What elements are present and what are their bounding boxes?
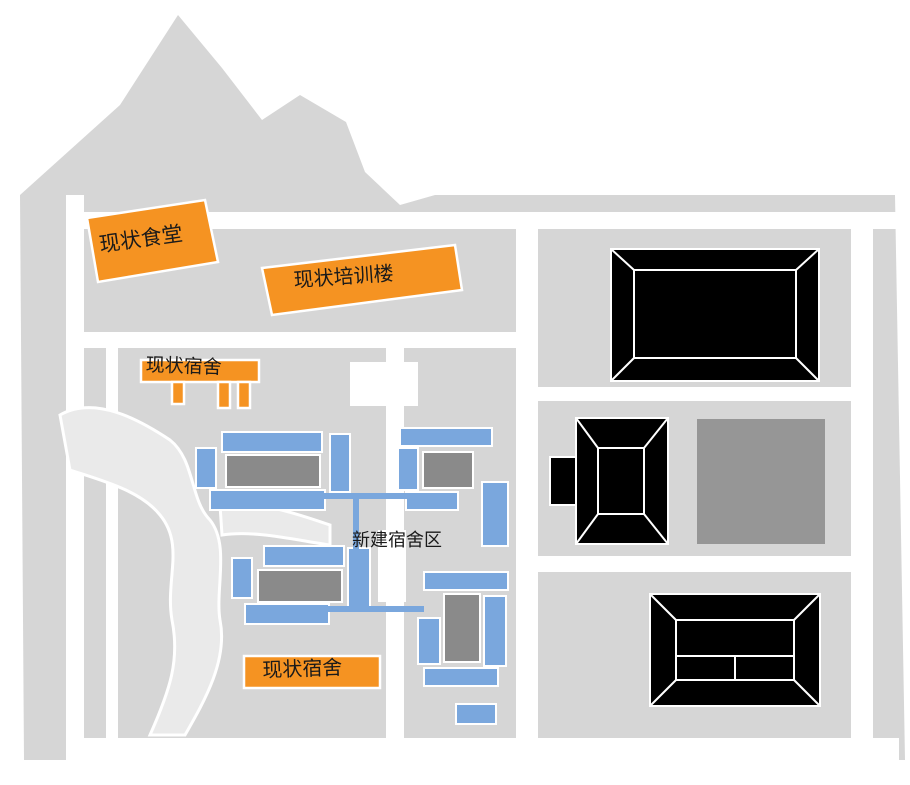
road-west xyxy=(66,195,84,760)
existing-dorm-lower xyxy=(242,654,382,690)
building-northeast xyxy=(610,248,820,382)
open-lot xyxy=(697,419,825,544)
east-strip xyxy=(541,258,579,368)
new-dorm-5 xyxy=(455,703,497,725)
new-dorm-1-east xyxy=(329,433,351,493)
roof-ridge xyxy=(610,357,635,382)
other-buildings xyxy=(549,248,821,707)
new-dorm-1-south xyxy=(209,489,326,511)
building-southeast xyxy=(649,593,821,707)
existing-dorm-upper-wing-3 xyxy=(236,380,252,410)
new-dorm-1-north xyxy=(221,431,323,453)
roof-ridge xyxy=(795,248,820,271)
label-new-dormitory-area: 新建宿舍区 xyxy=(352,530,442,551)
roof-ridge xyxy=(793,593,821,621)
road-east-middle xyxy=(538,556,851,572)
new-dorm-2-west xyxy=(397,447,419,491)
road-center-vertical xyxy=(516,229,538,760)
road-mid-horizontal xyxy=(84,332,526,348)
roof-ridge xyxy=(643,513,669,545)
new-dorm-1-court xyxy=(225,454,321,488)
new-dorm-4-court xyxy=(443,593,481,663)
existing-dorm-upper-wing-2 xyxy=(216,380,232,410)
label-existing-training-building: 现状培训楼 xyxy=(292,261,395,292)
road-east-vertical xyxy=(851,229,873,760)
new-dorm-3-north xyxy=(263,545,345,567)
existing-dorm-upper-wing-1 xyxy=(170,380,186,406)
road-north xyxy=(84,212,899,229)
new-dorm-2-south xyxy=(405,491,459,511)
road-south xyxy=(84,738,899,760)
roof-ridge xyxy=(575,417,599,449)
label-existing-dorm-upper: 现状宿舍 xyxy=(145,354,223,379)
new-dorm-connector-3 xyxy=(353,497,359,551)
new-dorm-3-east xyxy=(347,547,371,611)
roof-ridge xyxy=(649,679,677,707)
road-east-top xyxy=(538,387,851,401)
new-dorm-4-south xyxy=(423,667,499,687)
road-plaza-stub xyxy=(350,362,418,406)
landscape-garden xyxy=(58,406,332,737)
roof-ridge xyxy=(795,357,820,382)
new-dorm-4-west xyxy=(417,617,441,665)
new-dorm-1-west xyxy=(195,447,217,489)
label-existing-dorm-lower: 现状宿舍 xyxy=(261,655,343,682)
roof-ridge xyxy=(575,513,599,545)
roof-ridge xyxy=(649,593,677,621)
new-dorm-connector-2 xyxy=(326,606,424,612)
new-dorm-connector-1 xyxy=(316,493,412,499)
building-east-middle-roof xyxy=(597,447,645,515)
new-dorm-4-east xyxy=(483,595,507,667)
road-inner-west xyxy=(106,348,118,738)
existing-dorm-upper xyxy=(139,358,261,384)
building-northeast-roof xyxy=(633,269,797,359)
new-dorm-2-east xyxy=(481,481,509,547)
existing-training-building xyxy=(260,243,464,317)
roof-ridge xyxy=(610,248,635,271)
garden-path xyxy=(58,406,224,737)
road-plaza-bottom xyxy=(378,530,406,602)
roof-ridge xyxy=(793,679,821,707)
roof-ridge xyxy=(643,417,669,449)
new-dorm-2-court xyxy=(422,451,474,489)
existing-canteen xyxy=(85,198,220,284)
new-dormitory-area xyxy=(195,427,509,725)
new-dorm-4-north xyxy=(423,571,509,591)
new-dorm-3-south xyxy=(244,603,330,625)
new-dorm-2-north xyxy=(399,427,493,447)
existing-buildings xyxy=(85,198,464,690)
new-dorm-3-court xyxy=(257,569,343,603)
new-dorm-3-west xyxy=(231,557,253,599)
